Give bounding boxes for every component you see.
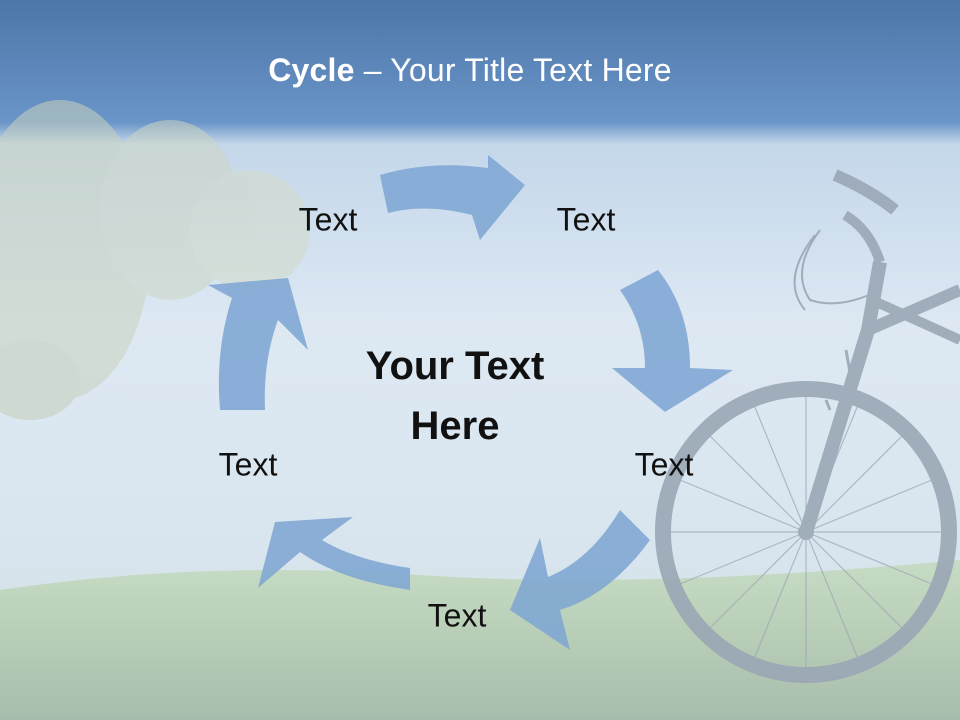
center-text-line-2: Here [410, 404, 500, 448]
cycle-arrow-3 [510, 510, 650, 650]
center-text: Your Text Here [366, 336, 545, 456]
grass [0, 560, 960, 720]
cycle-arrow-1 [380, 155, 525, 240]
cycle-arrow-4 [258, 517, 410, 590]
slide-title-rest: – Your Title Text Here [354, 52, 672, 88]
cycle-label-5: Text [218, 446, 278, 483]
cycle-label-2: Text [556, 201, 616, 238]
center-text-line-1: Your Text [365, 344, 545, 388]
cycle-arrow-5 [208, 278, 308, 410]
slide-title-bold: Cycle [268, 52, 355, 88]
tree-foliage [0, 100, 310, 420]
cycle-label-1: Text [298, 201, 358, 238]
cycle-label-3: Text [634, 446, 694, 483]
slide-title: Cycle – Your Title Text Here [0, 52, 940, 89]
cycle-label-4: Text [427, 597, 487, 634]
bicycle-silhouette [655, 169, 960, 683]
cycle-arrow-2 [612, 270, 733, 412]
